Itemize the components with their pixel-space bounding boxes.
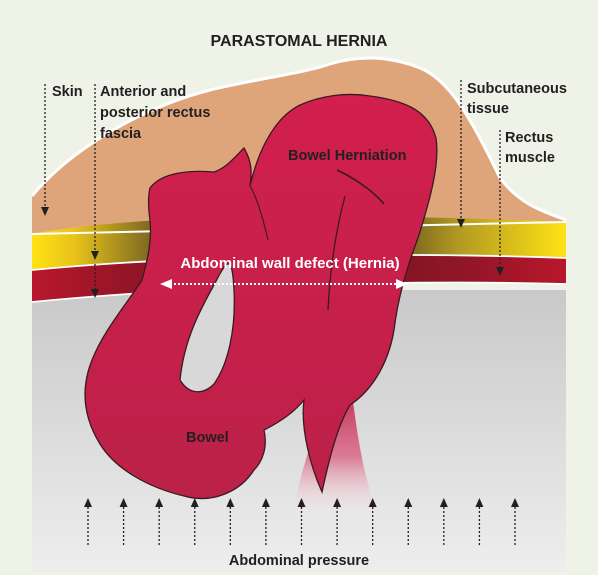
- label-fascia-line-3: fascia: [100, 126, 142, 142]
- label-rectus-line-1: Rectus: [505, 130, 553, 146]
- label-fascia-line-1: Anterior and: [100, 84, 186, 100]
- label-rectus-line-2: muscle: [505, 150, 555, 166]
- label-bowel: Bowel: [186, 430, 229, 446]
- label-fascia-line-2: posterior rectus: [100, 105, 210, 121]
- label-abdominal-pressure: Abdominal pressure: [229, 553, 369, 569]
- label-abdominal-wall-defect: Abdominal wall defect (Hernia): [180, 255, 399, 272]
- label-subcutaneous-line-2: tissue: [467, 101, 509, 117]
- label-skin: Skin: [52, 84, 83, 100]
- label-bowel-herniation: Bowel Herniation: [288, 148, 406, 164]
- diagram-title: PARASTOMAL HERNIA: [211, 33, 388, 50]
- label-subcutaneous-line-1: Subcutaneous: [467, 81, 567, 97]
